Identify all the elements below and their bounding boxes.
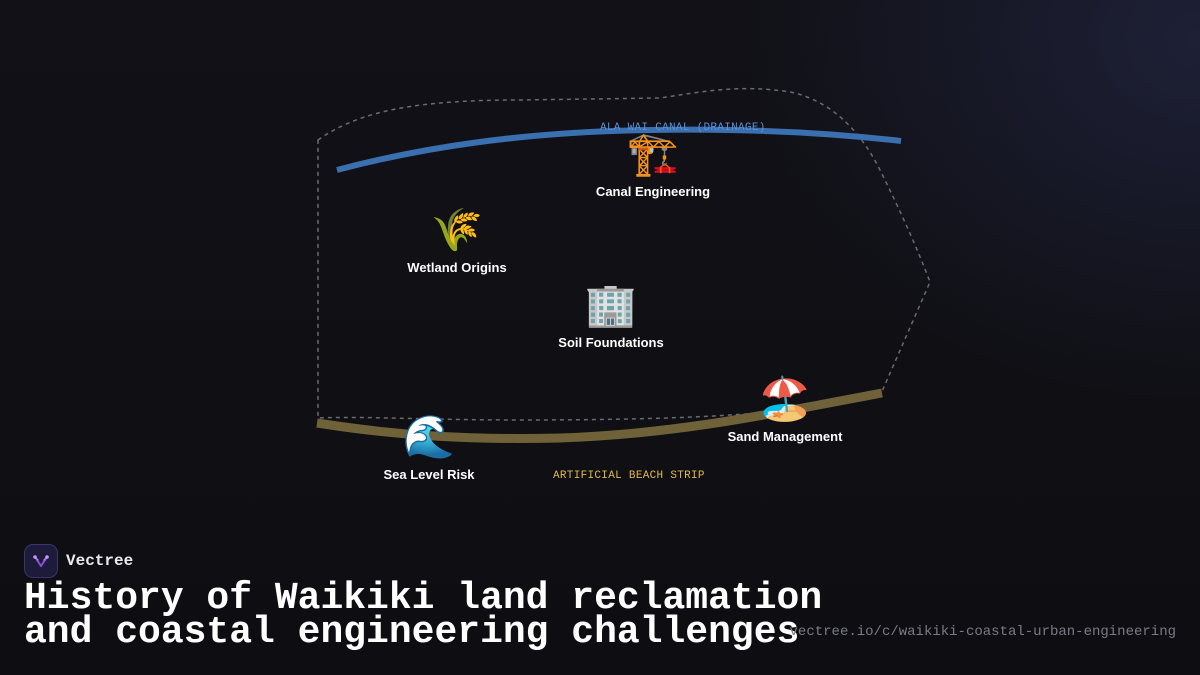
title-line-2: and coastal engineering challenges (24, 611, 800, 654)
source-url[interactable]: vectree.io/c/waikiki-coastal-urban-engin… (789, 624, 1176, 640)
beach-umbrella-icon: 🏖️ (758, 374, 812, 423)
node-sand-management[interactable]: 🏖️ Sand Management (727, 374, 843, 445)
construction-crane-icon: 🏗️ (626, 129, 680, 178)
page-title: History of Waikiki land reclamation and … (24, 580, 824, 652)
artificial-beach-strip-line (316, 388, 883, 443)
vectree-logo-icon (24, 544, 58, 578)
water-wave-icon: 🌊 (402, 412, 456, 461)
node-soil-foundations[interactable]: 🏢 Soil Foundations (558, 280, 664, 351)
node-label: Sand Management (727, 429, 843, 444)
node-sea-level-risk[interactable]: 🌊 Sea Level Risk (383, 412, 475, 483)
canal-label: ALA WAI CANAL (DRAINAGE) (600, 122, 766, 134)
node-label: Sea Level Risk (383, 467, 475, 482)
beach-label: ARTIFICIAL BEACH STRIP (553, 470, 705, 482)
rice-sheaf-icon: 🌾 (430, 205, 484, 254)
ala-wai-canal-line (336, 126, 902, 173)
node-label: Soil Foundations (558, 335, 664, 350)
node-label: Wetland Origins (407, 260, 507, 275)
node-wetland-origins[interactable]: 🌾 Wetland Origins (407, 205, 507, 276)
office-building-icon: 🏢 (584, 280, 638, 329)
node-canal-engineering[interactable]: 🏗️ Canal Engineering (595, 129, 711, 200)
title-line-1: History of Waikiki land reclamation (24, 577, 823, 620)
node-label: Canal Engineering (595, 184, 711, 199)
land-boundary-outline (317, 87, 931, 421)
brand[interactable]: Vectree (24, 544, 133, 578)
brand-name: Vectree (66, 552, 134, 570)
